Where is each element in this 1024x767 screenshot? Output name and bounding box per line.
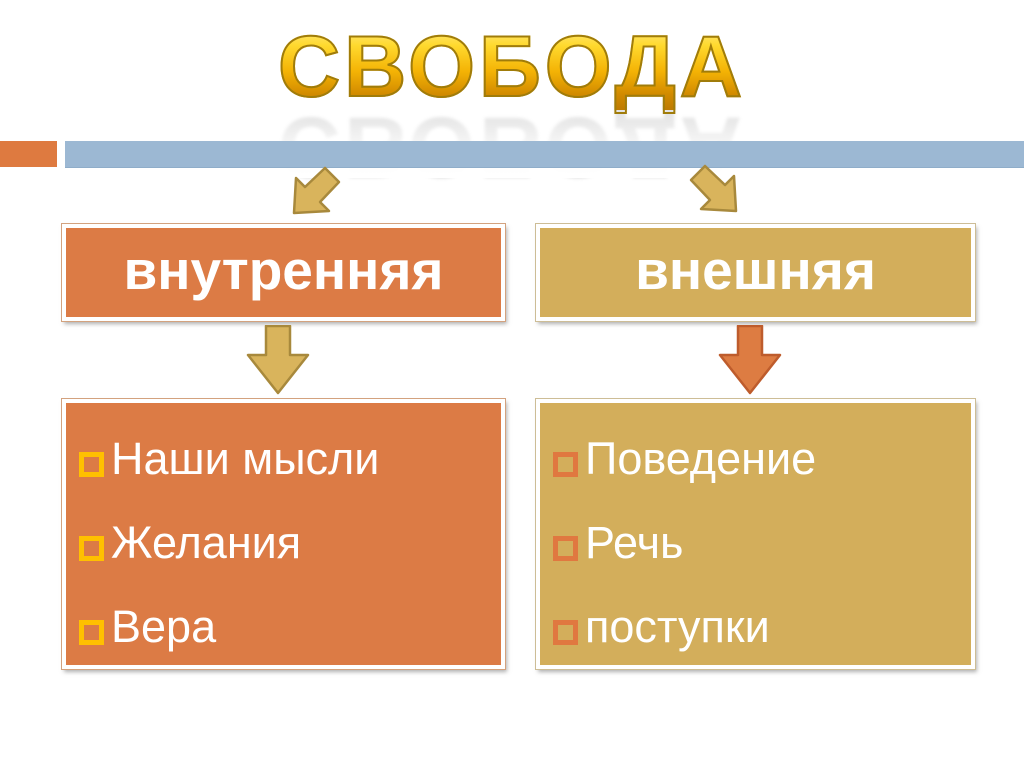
connector-arrow-external-icon (718, 325, 782, 395)
square-bullet-icon (553, 619, 578, 645)
list-item: Желания (79, 501, 501, 585)
accent-square (0, 141, 57, 167)
header-box-external: внешняя (535, 223, 976, 322)
list-item-label: Речь (585, 517, 684, 568)
arrow-down-left-icon (292, 166, 341, 215)
header-box-internal: внутренняя (61, 223, 506, 322)
content-box-internal: Наши мысли Желания Вера (61, 398, 506, 670)
list-item-label: Наши мысли (111, 433, 380, 484)
list-item: Речь (553, 501, 971, 585)
square-bullet-icon (79, 535, 104, 561)
list-item: Наши мысли (79, 417, 501, 501)
accent-bar (65, 141, 1024, 168)
list-item-label: Желания (111, 517, 302, 568)
header-label-internal: внутренняя (123, 239, 444, 301)
square-bullet-icon (553, 451, 578, 477)
list-item-label: Поведение (585, 433, 817, 484)
list-item: поступки (553, 585, 971, 669)
content-box-external: Поведение Речь поступки (535, 398, 976, 670)
list-item: Вера (79, 585, 501, 669)
slide-title: СВОБОДА (0, 23, 1024, 111)
arrow-down-right-icon (689, 164, 738, 213)
square-bullet-icon (79, 451, 104, 477)
header-label-external: внешняя (635, 239, 876, 301)
square-bullet-icon (79, 619, 104, 645)
connector-arrow-internal-icon (246, 325, 310, 395)
square-bullet-icon (553, 535, 578, 561)
list-item: Поведение (553, 417, 971, 501)
list-item-label: Вера (111, 601, 217, 652)
list-item-label: поступки (585, 601, 770, 652)
